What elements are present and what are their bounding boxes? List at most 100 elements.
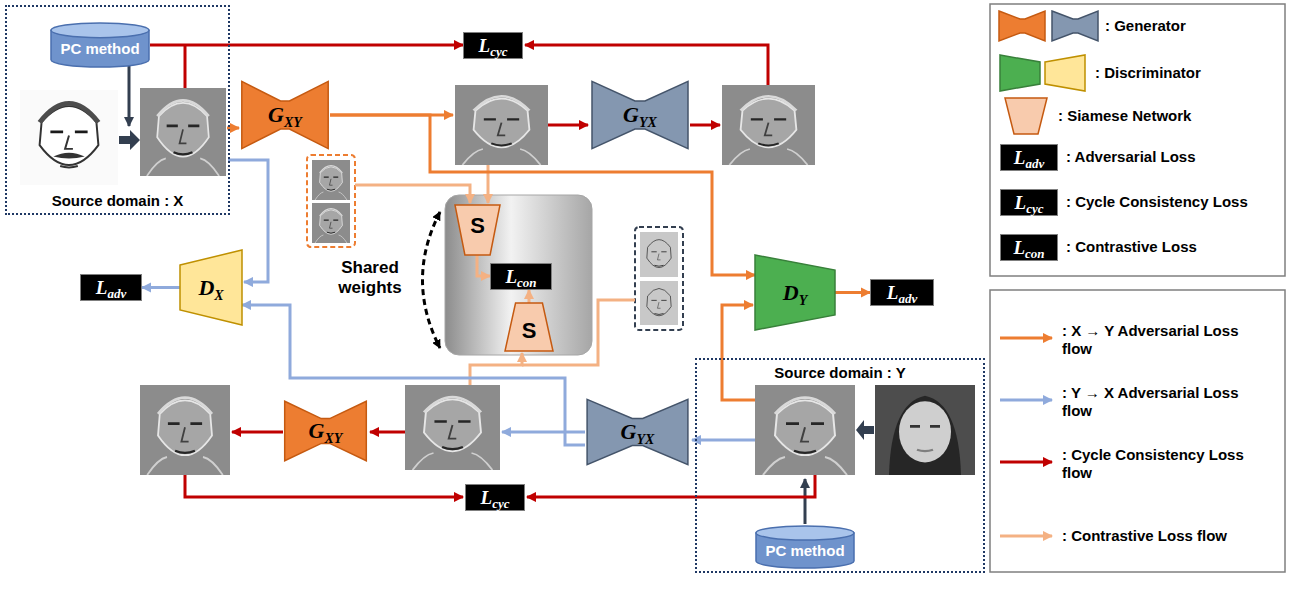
adversarial-flow-arrow bbox=[692, 439, 755, 442]
symbol-letter: L bbox=[887, 283, 899, 302]
symbol-subscript: con bbox=[517, 276, 537, 289]
legend-entry: : X → Y Adversarial Loss flow bbox=[1062, 322, 1252, 358]
symbol-label: Lcyc bbox=[1015, 193, 1044, 212]
pc-arrow bbox=[804, 479, 807, 524]
generator-block-shape bbox=[592, 81, 688, 148]
symbol-letter: G bbox=[623, 104, 639, 126]
symbol-letter: L bbox=[1015, 193, 1027, 212]
legend-entry: : Siamese Network bbox=[1058, 107, 1280, 125]
symbol-label: GXY bbox=[268, 104, 302, 126]
loss-flow-connector bbox=[330, 115, 755, 275]
sketch-image bbox=[20, 90, 118, 185]
legend-text: : Cycle Consistency Loss flow bbox=[1062, 446, 1244, 481]
adversarial-flow-arrow bbox=[722, 305, 755, 400]
legend-arrow-sample bbox=[1000, 461, 1052, 464]
image-pair-frame bbox=[635, 227, 683, 330]
generator-block: GXY bbox=[240, 80, 330, 150]
pc-arrow bbox=[128, 66, 131, 126]
symbol-subscript: con bbox=[1025, 247, 1045, 260]
legend-entry: : Generator bbox=[1105, 17, 1280, 35]
cycle-flow-arrow bbox=[527, 475, 815, 497]
legend-entry: : Cycle Consistency Loss bbox=[1066, 193, 1281, 211]
loss-box: Ladv bbox=[80, 274, 142, 301]
node-label: S bbox=[522, 318, 537, 344]
pc-image bbox=[755, 385, 855, 475]
symbol-letter: D bbox=[783, 282, 799, 304]
cycle-flow-arrow bbox=[690, 124, 720, 127]
loss-flow-connector bbox=[477, 255, 490, 276]
pc-method-cylinder: PC method bbox=[755, 525, 855, 569]
edge-image bbox=[640, 232, 678, 277]
cycle-flow-line bbox=[184, 45, 187, 88]
symbol-subscript: cyc bbox=[1026, 202, 1043, 215]
domain-label: Source domain : X bbox=[52, 192, 184, 209]
symbol-label: DY bbox=[783, 282, 807, 304]
legend-text: : Y → X Adversarial Loss flow bbox=[1062, 384, 1238, 419]
generated-image bbox=[455, 85, 548, 165]
cylinder-top bbox=[756, 526, 854, 540]
symbol-label: GXY bbox=[309, 420, 343, 442]
cycle-flow-arrow bbox=[185, 475, 463, 497]
symbol-subscript: YX bbox=[639, 116, 657, 130]
symbol-subscript: cyc bbox=[492, 497, 509, 510]
symbol-letter: L bbox=[1013, 238, 1025, 257]
contrastive-flow-arrow bbox=[470, 353, 522, 385]
legend-text: : Cycle Consistency Loss bbox=[1066, 193, 1248, 210]
symbol-letter: L bbox=[479, 36, 491, 55]
pc-method-cylinder: PC method bbox=[50, 22, 150, 68]
legend-entry: : Cycle Consistency Loss flow bbox=[1062, 446, 1252, 482]
symbol-subscript: X bbox=[214, 289, 223, 303]
loss-flow-connector bbox=[142, 286, 180, 289]
legend-panel bbox=[990, 4, 1285, 276]
adversarial-flow-arrow bbox=[502, 431, 585, 434]
legend-loss-sample: Lcon bbox=[1000, 234, 1058, 261]
symbol-letter: D bbox=[198, 277, 214, 299]
pc-image bbox=[140, 88, 226, 176]
thick-arrow bbox=[119, 130, 140, 150]
loss-flow-connector bbox=[150, 44, 463, 47]
loss-box: Ladv bbox=[870, 279, 934, 306]
node-label: PC method bbox=[765, 542, 844, 559]
siamese-network-block: S bbox=[505, 303, 553, 351]
symbol-subscript: adv bbox=[107, 287, 126, 300]
siamese-network-block-shape bbox=[455, 205, 500, 255]
symbol-subscript: XY bbox=[325, 432, 343, 446]
legend-arrow-sample bbox=[1000, 535, 1052, 538]
siamese-sample bbox=[1005, 98, 1047, 134]
loss-flow-connector bbox=[835, 291, 870, 294]
pc-image bbox=[312, 160, 350, 200]
symbol-letter: G bbox=[621, 421, 637, 443]
symbol-letter: L bbox=[96, 278, 108, 297]
source-domain-box: Source domain : X PC method bbox=[5, 5, 230, 215]
legend-text: : X → Y Adversarial Loss flow bbox=[1062, 322, 1238, 357]
generator-block-outline bbox=[240, 80, 330, 150]
discriminator-sample bbox=[1000, 55, 1040, 91]
generator-block-shape bbox=[242, 81, 328, 148]
symbol-label: Lcon bbox=[505, 267, 536, 286]
symbol-subscript: cyc bbox=[490, 45, 507, 58]
loss-box: Lcon bbox=[490, 263, 552, 290]
annotation-label: Shared weights bbox=[330, 258, 410, 299]
symbol-label: Ladv bbox=[887, 283, 917, 302]
generator-block: GYX bbox=[590, 80, 690, 150]
legend-entry: : Y → X Adversarial Loss flow bbox=[1062, 384, 1252, 420]
legend-entry: : Contrastive Loss flow bbox=[1062, 527, 1277, 545]
symbol-subscript: XY bbox=[284, 116, 302, 130]
generator-block-outline bbox=[585, 398, 690, 466]
symbol-label: Lcon bbox=[1013, 238, 1044, 257]
image-pair-frame bbox=[307, 155, 355, 247]
generator-block-outline bbox=[590, 80, 690, 150]
legend-entry: : Adversarial Loss bbox=[1066, 148, 1281, 166]
legend-entry: : Contrastive Loss bbox=[1066, 238, 1281, 256]
cylinder-top bbox=[51, 23, 149, 38]
symbol-subscript: adv bbox=[1025, 157, 1044, 170]
siamese-network-block-shape bbox=[505, 303, 553, 351]
legend-panel bbox=[990, 290, 1285, 572]
discriminator-block: DX bbox=[180, 250, 242, 325]
loss-box: Lcyc bbox=[463, 32, 523, 59]
pc-image bbox=[312, 203, 350, 243]
legend-arrow-sample bbox=[1000, 399, 1052, 402]
generator-block: GXY bbox=[283, 400, 368, 462]
generator-sample bbox=[999, 11, 1045, 41]
